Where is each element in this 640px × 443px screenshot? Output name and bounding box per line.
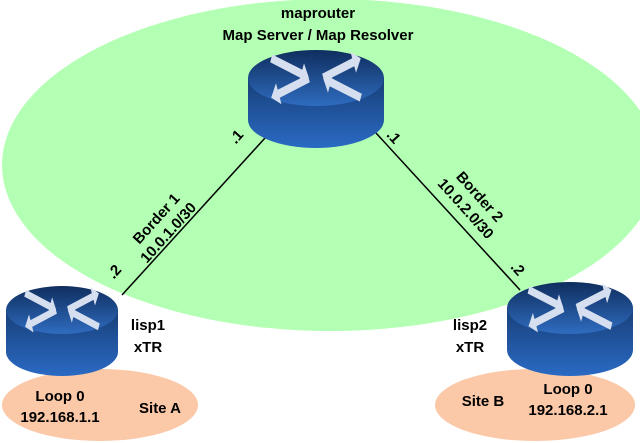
site-a-loop: Loop 0 (35, 388, 84, 405)
site-b-ip: 192.168.2.1 (528, 402, 607, 419)
site-b-loop: Loop 0 (543, 381, 592, 398)
arrow-glyph (67, 287, 99, 313)
arrow-glyph (575, 283, 612, 312)
site-b-label: Site B (462, 393, 505, 410)
arrow-glyph (271, 74, 310, 105)
arrow-glyph (67, 304, 100, 331)
link-border-2 (375, 132, 521, 291)
lisp2-role: xTR (456, 339, 485, 356)
arrow-glyph (323, 71, 362, 102)
lisp2-router-icon (507, 282, 633, 376)
maprouter-role: Map Server / Map Resolver (223, 27, 414, 44)
lisp1-name: lisp1 (131, 317, 165, 334)
site-a-area (2, 369, 198, 441)
site-a-label: Site A (139, 400, 181, 417)
site-b-area (435, 369, 635, 441)
lisp1-router-icon (6, 286, 118, 376)
arrow-glyph (527, 286, 564, 314)
arrow-glyph (24, 289, 57, 316)
maprouter-name: maprouter (281, 5, 355, 22)
maprouter-router-icon (248, 50, 384, 148)
arrow-glyph (322, 51, 361, 82)
arrow-glyph (270, 54, 309, 85)
core-area (2, 0, 640, 331)
arrow-glyph (25, 307, 57, 333)
arrow-glyph (528, 304, 565, 333)
link-border-1 (121, 137, 266, 296)
site-a-ip: 192.168.1.1 (20, 409, 99, 426)
lisp1-role: xTR (134, 339, 163, 356)
lisp2-name: lisp2 (453, 317, 487, 334)
arrow-glyph (576, 302, 613, 330)
